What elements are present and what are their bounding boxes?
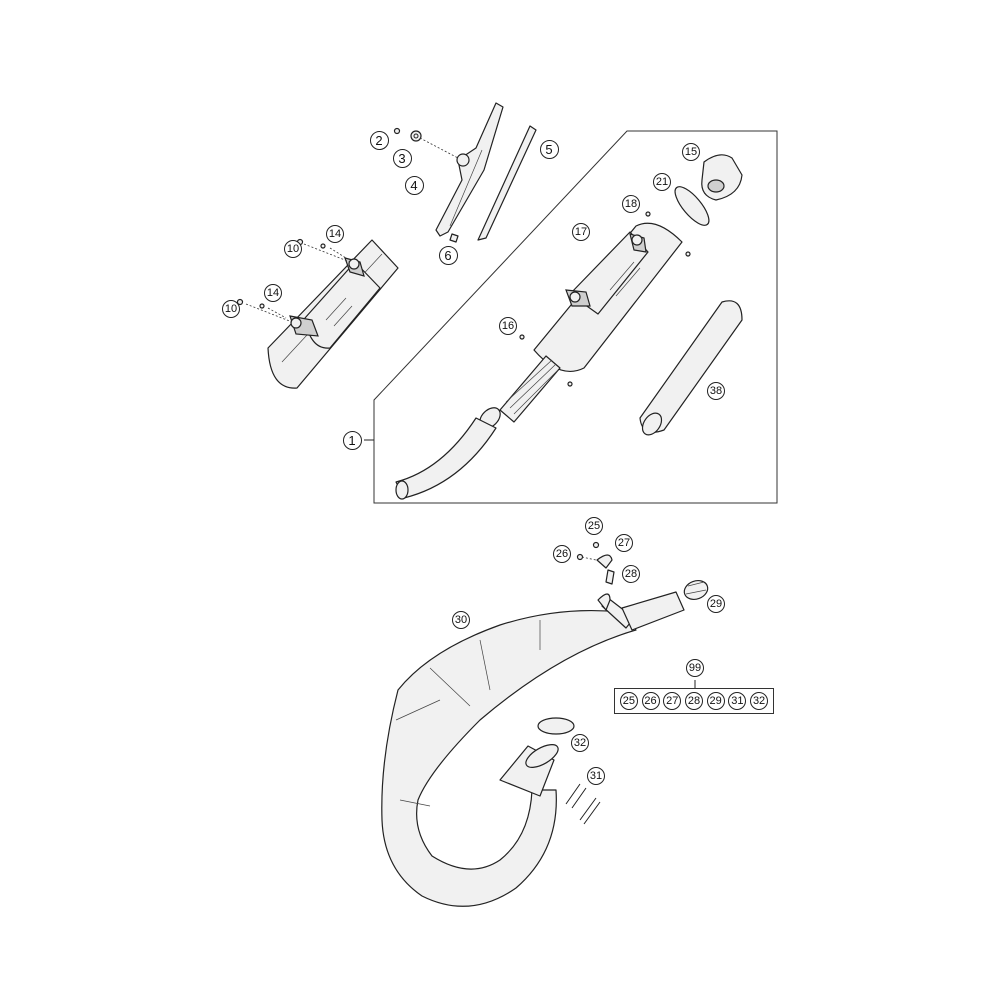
end-cap-gasket [674, 186, 710, 226]
callout-38: 38 [707, 382, 725, 400]
callout-30: 30 [452, 611, 470, 629]
callout-32: 32 [571, 734, 589, 752]
mount-hardware-25-28 [576, 541, 615, 585]
callout-10-upper: 10 [284, 240, 302, 258]
perforated-core-tube [499, 355, 561, 423]
callout-1: 1 [342, 430, 362, 450]
callout-31: 31 [587, 767, 605, 785]
callout-15: 15 [682, 143, 700, 161]
kit-item-32: 32 [750, 692, 769, 710]
kit-item-27: 27 [663, 692, 682, 710]
kit-item-29: 29 [706, 692, 725, 710]
callout-99: 99 [686, 659, 704, 677]
rubber-coupler [683, 579, 709, 601]
kit-item-28: 28 [684, 692, 703, 710]
inlet-pipe [395, 407, 501, 500]
kit-item-31: 31 [728, 692, 747, 710]
callout-21: 21 [653, 173, 671, 191]
callout-6: 6 [438, 245, 458, 265]
silencer-packing [639, 300, 743, 436]
kit-item-26: 26 [641, 692, 660, 710]
silencer-screws [519, 211, 691, 387]
callout-14-upper: 14 [326, 225, 344, 243]
exhaust-springs [565, 783, 601, 825]
callout-3: 3 [392, 148, 412, 168]
leader-10a [303, 243, 351, 263]
callout-29: 29 [707, 595, 725, 613]
bracket-screw [449, 233, 459, 243]
kit-contents-box: 25 26 27 28 29 31 32 [614, 688, 774, 714]
callout-4: 4 [404, 175, 424, 195]
callout-14-lower: 14 [264, 284, 282, 302]
callout-2: 2 [369, 130, 389, 150]
silencer-assembly-frame [373, 130, 778, 504]
leader-14a [329, 247, 347, 259]
end-cap [701, 154, 743, 201]
callout-18: 18 [622, 195, 640, 213]
bracket-bolt-washer [393, 127, 459, 159]
mounting-bracket [435, 102, 504, 237]
callout-28: 28 [622, 565, 640, 583]
rubber-strip [477, 125, 537, 241]
callout-25: 25 [585, 517, 603, 535]
callout-26: 26 [553, 545, 571, 563]
callout-16: 16 [499, 317, 517, 335]
callout-5: 5 [539, 139, 559, 159]
silencer-body [533, 222, 683, 372]
exhaust-o-ring [537, 717, 575, 735]
silencer-mounted-view [267, 239, 399, 389]
kit-item-25: 25 [619, 692, 638, 710]
callout-17: 17 [572, 223, 590, 241]
callout-10-lower: 10 [222, 300, 240, 318]
leader-10b [245, 303, 293, 323]
callout-27: 27 [615, 534, 633, 552]
leader-14b [267, 307, 287, 319]
bolts-10-14 [236, 238, 326, 309]
exhaust-pipe [381, 591, 685, 907]
